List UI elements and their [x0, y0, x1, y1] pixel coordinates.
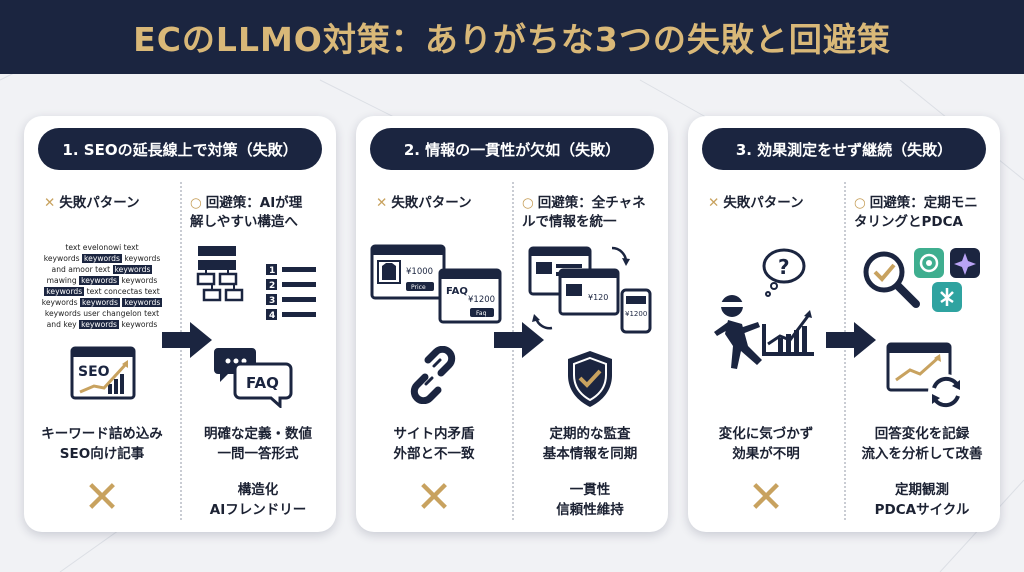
seo-chart-icon: SEO: [70, 346, 136, 400]
svg-text:Price: Price: [411, 284, 426, 291]
arrow-right-icon: [162, 322, 212, 358]
fail-x-icon: ✕: [83, 472, 121, 523]
fail-pattern-label: ✕失敗パターン: [44, 195, 140, 211]
fail-x-icon: ✕: [708, 195, 720, 211]
magnifier-check-icon: [863, 251, 920, 308]
keyword-line: mawing keywords keywords: [32, 275, 172, 286]
keyword-highlight: keywords: [79, 320, 119, 329]
numbered-list-icon: 1 2 3 4: [266, 264, 316, 321]
card-seo-extension: 1. SEOの延長線上で対策（失敗） ✕失敗パターン ○回避策：AIが理解しやす…: [24, 116, 336, 532]
fail-x-icon: ✕: [415, 472, 453, 523]
keyword-line: keywords keywords keywords: [32, 253, 172, 264]
keyword-text: keywords: [119, 320, 158, 329]
keyword-text: keywords user changelon text: [44, 309, 160, 318]
card-info-consistency: 2. 情報の一貫性が欠如（失敗） ✕失敗パターン ○回避策：全チャネルで情報を統…: [356, 116, 668, 532]
title-banner: ECのLLMO対策：ありがちな3つの失敗と回避策: [0, 0, 1024, 74]
keyword-highlight: keywords: [122, 298, 163, 307]
fail-description: サイト内矛盾外部と不一致: [393, 426, 475, 462]
fail-x-icon: ✕: [747, 472, 785, 523]
fail-x-icon: ✕: [376, 195, 388, 211]
broken-link-icon: [410, 346, 456, 404]
svg-text:¥1000: ¥1000: [406, 267, 433, 277]
page-title: ECのLLMO対策：ありがちな3つの失敗と回避策: [133, 20, 891, 59]
keyword-text: keywords: [41, 298, 81, 307]
ai-app-icons: [914, 248, 980, 312]
card-no-measurement: 3. 効果測定をせず継続（失敗） ✕失敗パターン ○回避策：定期モニタリングとP…: [688, 116, 1000, 532]
monitoring-refresh-icon: [886, 342, 964, 410]
svg-text:2: 2: [269, 281, 275, 291]
fail-x-icon: ✕: [44, 195, 56, 211]
card-heading: 2. 情報の一貫性が欠如（失敗）: [370, 128, 654, 170]
card-heading: 1. SEOの延長線上で対策（失敗）: [38, 128, 322, 170]
keyword-line: keywords user changelon text: [32, 308, 172, 319]
keyword-text: keywords: [43, 254, 83, 263]
fix-label: ○回避策：全チャネルで情報を統一: [522, 195, 646, 230]
svg-text:FAQ: FAQ: [246, 374, 279, 392]
column-divider: [512, 182, 514, 520]
svg-text:Faq: Faq: [476, 310, 487, 317]
svg-text:4: 4: [269, 311, 275, 321]
blindfolded-runner-icon: ?: [714, 248, 814, 369]
svg-text:¥1200: ¥1200: [625, 310, 647, 318]
card-heading: 3. 効果測定をせず継続（失敗）: [702, 128, 986, 170]
column-divider: [180, 182, 182, 520]
svg-text:3: 3: [269, 296, 275, 306]
keyword-text: text evelonowi text: [65, 243, 139, 252]
keyword-highlight: keywords: [79, 276, 119, 285]
keyword-highlight: keywords: [44, 287, 85, 296]
svg-text:SEO: SEO: [78, 364, 110, 380]
structure-diagram-icon: [196, 246, 244, 302]
column-divider: [844, 182, 846, 520]
fail-pattern-label: ✕失敗パターン: [376, 195, 472, 211]
keyword-line: text evelonowi text: [32, 242, 172, 253]
fix-description: 定期的な監査基本情報を同期: [542, 426, 638, 462]
fix-label: ○回避策：AIが理解しやすい構造へ: [190, 195, 303, 230]
keyword-text: and amoor text: [51, 265, 113, 274]
arrow-right-icon: [826, 322, 876, 358]
keyword-line: and amoor text keywords: [32, 264, 172, 275]
keyword-highlight: keywords: [112, 265, 153, 274]
fix-label: ○回避策：定期モニタリングとPDCA: [854, 195, 978, 230]
keyword-text: keywords: [119, 276, 158, 285]
keyword-text: mawing: [46, 276, 80, 285]
svg-text:FAQ: FAQ: [446, 286, 468, 297]
fix-circle-icon: ○: [522, 195, 534, 211]
fix-result: 一貫性信頼性維持: [556, 482, 624, 518]
fix-circle-icon: ○: [190, 195, 202, 211]
fix-description: 明確な定義・数値一問一答形式: [204, 426, 312, 462]
shield-check-icon: [568, 351, 612, 407]
keyword-highlight: keywords: [80, 298, 120, 307]
fail-pattern-label: ✕失敗パターン: [708, 195, 804, 211]
synced-windows-icon: ¥120 ¥1200: [528, 246, 652, 334]
keyword-line: keywords text concectas text: [32, 286, 172, 297]
fix-circle-icon: ○: [854, 195, 866, 211]
keyword-line: and key keywords keywords: [32, 319, 172, 330]
svg-text:?: ?: [778, 255, 790, 279]
keyword-line: keywords keywords keywords: [32, 297, 172, 308]
keyword-text: keywords: [121, 254, 161, 263]
svg-text:¥1200: ¥1200: [468, 295, 495, 305]
arrow-right-icon: [494, 322, 544, 358]
keyword-text: text concectas text: [84, 287, 160, 296]
svg-text:1: 1: [269, 266, 275, 276]
keyword-highlight: keywords: [82, 254, 122, 263]
fail-description: 変化に気づかず効果が不明: [718, 426, 814, 462]
svg-text:¥120: ¥120: [588, 293, 608, 302]
fix-description: 回答変化を記録流入を分析して改善: [861, 426, 983, 462]
product-page-icon: ¥1000 Price FAQ ¥1200 Faq: [370, 244, 502, 324]
faq-bubble-icon: FAQ: [214, 348, 293, 408]
keyword-text: and key: [46, 320, 80, 329]
